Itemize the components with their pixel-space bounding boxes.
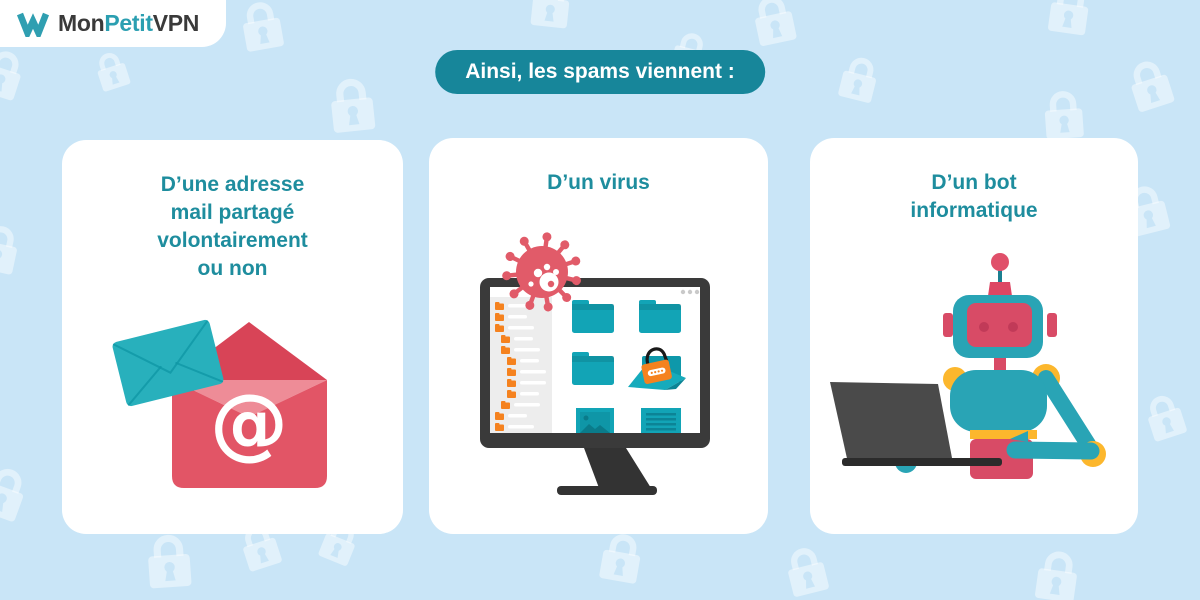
padlock-icon <box>0 466 29 522</box>
card-shared-address: D’une adresse mail partagé volontairemen… <box>62 140 403 534</box>
robot-right-forearm <box>1006 431 1100 460</box>
logo-mon: Mon <box>58 10 105 36</box>
image-file-icon <box>576 408 614 433</box>
robot-illustration <box>830 253 1106 479</box>
padlock-icon <box>530 0 571 29</box>
antenna-ball <box>991 253 1009 271</box>
monitor-icon <box>480 278 710 495</box>
padlock-icon <box>599 534 643 584</box>
card-title: D’un virus <box>547 171 650 194</box>
banner-pill: Ainsi, les spams viennent : <box>435 50 765 94</box>
padlock-icon <box>1143 394 1187 442</box>
robot-icon <box>895 253 1106 479</box>
card-virus: D’un virus <box>429 138 768 534</box>
virus-icon <box>501 231 582 313</box>
open-folder-with-padlock-icon <box>628 347 686 390</box>
at-symbol: @ <box>210 379 288 469</box>
padlock-icon <box>329 80 375 133</box>
logo-petit: Petit <box>104 10 153 36</box>
card-title: D’un bot informatique <box>910 171 1038 222</box>
logo-vpn: VPN <box>152 10 200 36</box>
padlock-icon <box>1048 0 1091 36</box>
padlock-icon <box>784 547 830 597</box>
virus-computer-illustration <box>480 231 710 495</box>
logo-text: MonPetitVPN <box>58 10 199 37</box>
card-bot: D’un bot informatique <box>810 138 1138 534</box>
card-title: D’une adresse mail partagé volontairemen… <box>157 173 308 280</box>
folder-icon <box>572 300 614 333</box>
closed-envelope-icon <box>112 319 224 407</box>
w-mark-icon <box>16 12 50 37</box>
padlock-icon <box>147 537 192 589</box>
padlock-icon <box>240 2 284 52</box>
robot-eye <box>1008 322 1018 332</box>
laptop-icon <box>830 382 1002 466</box>
padlock-icon <box>93 51 131 92</box>
padlock-icon <box>641 347 672 384</box>
laptop-base <box>842 458 1002 466</box>
padlock-icon <box>1044 93 1084 139</box>
open-envelope-icon: @ <box>172 322 327 488</box>
robot-body <box>950 370 1047 432</box>
robot-eye <box>979 322 989 332</box>
banner-text: Ainsi, les spams viennent : <box>465 60 735 83</box>
laptop-screen <box>830 382 952 463</box>
document-file-icon <box>641 408 681 433</box>
shared-email-illustration: @ <box>112 319 327 488</box>
folder-icon <box>639 300 681 333</box>
padlock-icon <box>1035 552 1080 600</box>
padlock-icon <box>838 57 880 104</box>
padlock-icon <box>0 49 26 101</box>
robot-face <box>967 303 1032 347</box>
padlock-icon <box>1126 59 1175 112</box>
padlock-icon <box>0 226 21 275</box>
folder-icon <box>572 352 614 385</box>
brand-logo: MonPetitVPN <box>0 0 226 47</box>
padlock-icon <box>751 0 797 47</box>
